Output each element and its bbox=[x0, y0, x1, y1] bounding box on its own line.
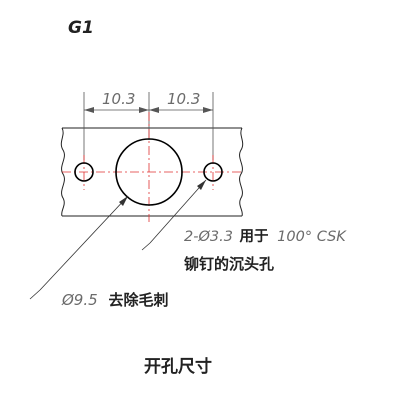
dimension-arrow-mid-right bbox=[149, 107, 159, 113]
panel-outline bbox=[60, 127, 244, 217]
dimension-left-value: 10.3 bbox=[102, 90, 135, 108]
left-small-hole bbox=[74, 162, 94, 182]
large-hole-leader-shoulder bbox=[29, 289, 41, 300]
small-hole-leader-arrow bbox=[197, 180, 206, 190]
small-hole-leader-shoulder bbox=[141, 242, 151, 251]
small-holes-spec: 2-Ø3.3 bbox=[184, 229, 233, 245]
small-hole-leader bbox=[149, 179, 207, 244]
small-holes-use-b: 铆钉的沉头孔 bbox=[184, 255, 274, 273]
small-holes-angle: 100° CSK bbox=[277, 229, 347, 245]
caption: 开孔尺寸 bbox=[144, 356, 212, 377]
dimension-right-value: 10.3 bbox=[167, 90, 200, 108]
figure-label: G1 bbox=[68, 18, 94, 38]
large-hole-note: 去除毛刺 bbox=[108, 291, 168, 309]
dimension-arrow-mid-left bbox=[139, 107, 149, 113]
right-small-hole bbox=[203, 162, 223, 182]
small-holes-callout: 2-Ø3.3 用于 100° CSK bbox=[184, 228, 347, 245]
dimension-line bbox=[84, 107, 213, 113]
leaders bbox=[29, 179, 207, 300]
dimension-arrow-left bbox=[84, 107, 94, 113]
large-hole-spec: Ø9.5 bbox=[61, 291, 98, 309]
dimension-arrow-right bbox=[203, 107, 213, 113]
large-hole bbox=[115, 138, 183, 206]
left-break-line bbox=[60, 127, 65, 217]
large-hole-leader bbox=[39, 195, 129, 291]
large-hole-callout: Ø9.5 去除毛刺 bbox=[61, 291, 168, 309]
small-holes-use-a: 用于 bbox=[240, 228, 269, 245]
right-break-line bbox=[239, 127, 244, 217]
large-hole-leader-arrow bbox=[119, 196, 128, 206]
